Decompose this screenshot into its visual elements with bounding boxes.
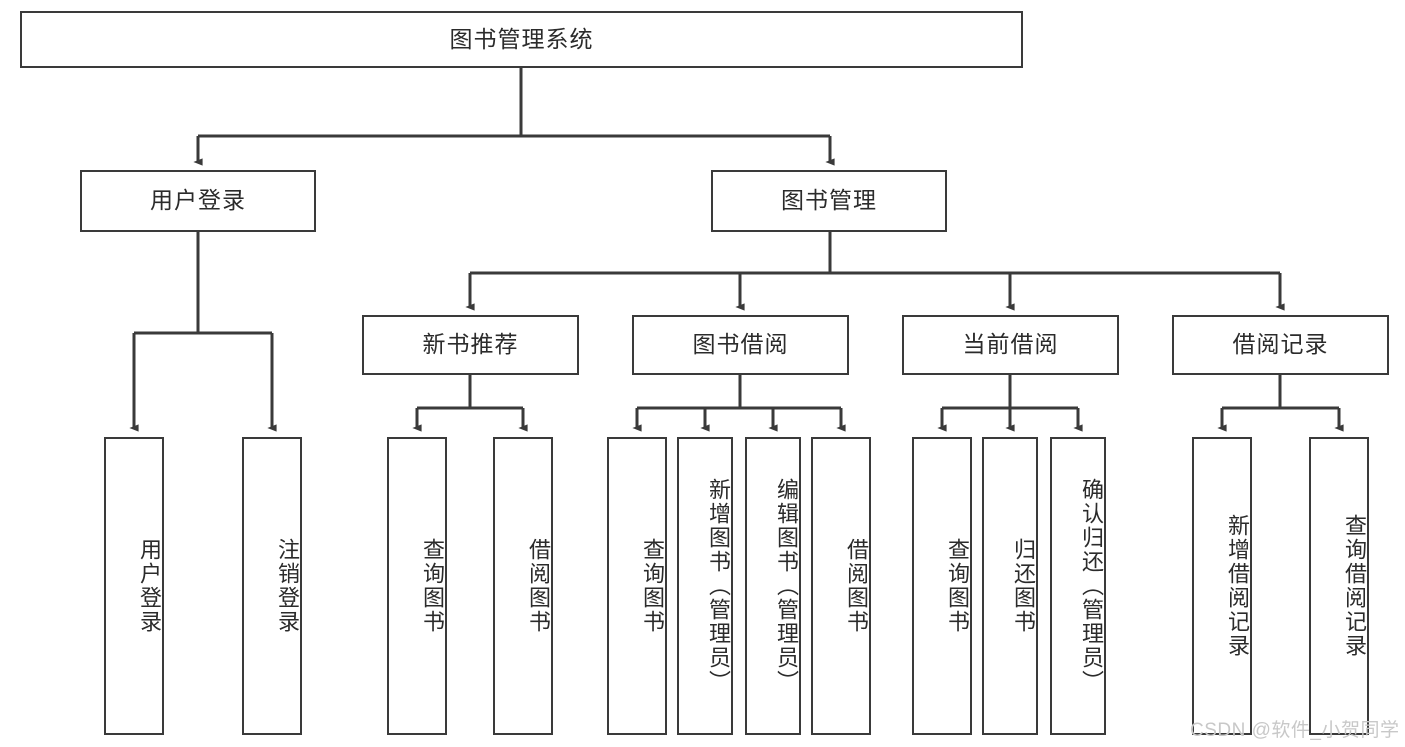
node-book-management-label: 图书管理 <box>781 187 877 214</box>
leaf-label: 借阅图书 <box>526 538 551 634</box>
leaf-record-add-record[interactable]: 新增借阅记录 <box>1192 437 1252 735</box>
node-root-system[interactable]: 图书管理系统 <box>20 11 1023 68</box>
node-new-book-recommend-label: 新书推荐 <box>422 331 519 358</box>
leaf-record-query-record[interactable]: 查询借阅记录 <box>1309 437 1369 735</box>
leaf-recommend-query-book[interactable]: 查询图书 <box>387 437 447 735</box>
leaf-borrow-add-book-admin[interactable]: 新增图书（管理员） <box>677 437 733 735</box>
leaf-label: 查询借阅记录 <box>1342 514 1367 658</box>
node-book-borrow-label: 图书借阅 <box>692 331 789 358</box>
node-current-borrow-label: 当前借阅 <box>962 331 1059 358</box>
csdn-watermark: CSDN @软件_小贺同学 <box>1190 720 1400 741</box>
leaf-label: 注销登录 <box>275 538 300 634</box>
node-user-login-label: 用户登录 <box>150 187 246 214</box>
leaf-label: 查询图书 <box>640 538 665 634</box>
leaf-current-return-book[interactable]: 归还图书 <box>982 437 1038 735</box>
node-current-borrow[interactable]: 当前借阅 <box>902 315 1119 375</box>
leaf-label: 借阅图书 <box>844 538 869 634</box>
leaf-user-login-signin[interactable]: 用户登录 <box>104 437 164 735</box>
leaf-label: 新增借阅记录 <box>1225 514 1250 658</box>
leaf-label: 用户登录 <box>137 538 162 634</box>
leaf-label: 编辑图书（管理员） <box>774 478 799 694</box>
leaf-borrow-edit-book-admin[interactable]: 编辑图书（管理员） <box>745 437 801 735</box>
node-borrow-record[interactable]: 借阅记录 <box>1172 315 1389 375</box>
node-borrow-record-label: 借阅记录 <box>1232 331 1329 358</box>
leaf-label: 查询图书 <box>945 538 970 634</box>
leaf-recommend-borrow-book[interactable]: 借阅图书 <box>493 437 553 735</box>
leaf-current-confirm-return-admin[interactable]: 确认归还（管理员） <box>1050 437 1106 735</box>
leaf-label: 确认归还（管理员） <box>1079 478 1104 694</box>
node-user-login[interactable]: 用户登录 <box>80 170 316 232</box>
leaf-label: 归还图书 <box>1011 538 1036 634</box>
node-book-borrow[interactable]: 图书借阅 <box>632 315 849 375</box>
leaf-borrow-query-book[interactable]: 查询图书 <box>607 437 667 735</box>
leaf-label: 新增图书（管理员） <box>706 478 731 694</box>
node-new-book-recommend[interactable]: 新书推荐 <box>362 315 579 375</box>
leaf-label: 查询图书 <box>420 538 445 634</box>
leaf-borrow-borrow-book[interactable]: 借阅图书 <box>811 437 871 735</box>
leaf-user-login-signout[interactable]: 注销登录 <box>242 437 302 735</box>
node-book-management[interactable]: 图书管理 <box>711 170 947 232</box>
node-root-system-label: 图书管理系统 <box>449 25 594 52</box>
leaf-current-query-book[interactable]: 查询图书 <box>912 437 972 735</box>
